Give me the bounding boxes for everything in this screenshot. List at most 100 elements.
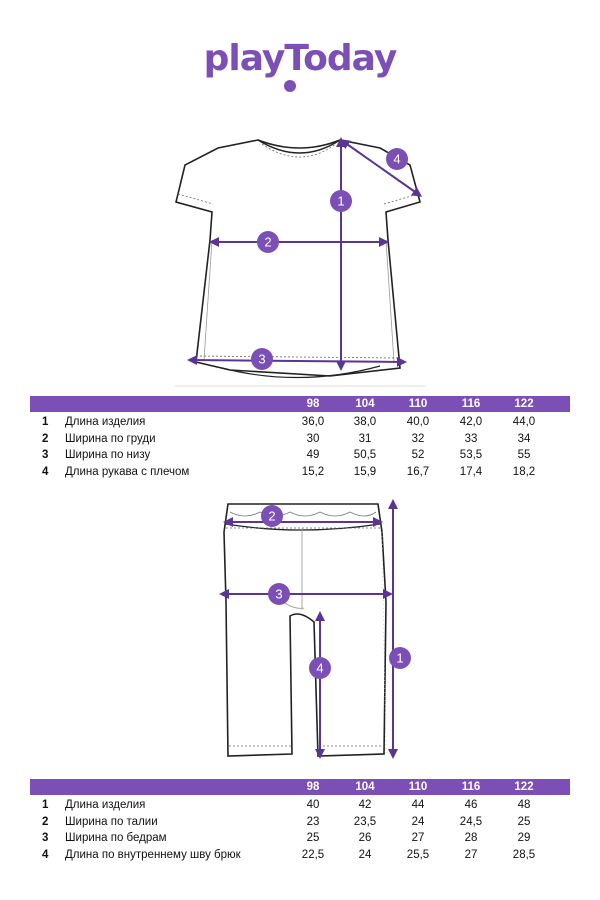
size-header: 122 [514, 781, 534, 793]
pants-drawing: 1 2 3 4 [219, 499, 411, 759]
measure-badge-3: 3 [251, 348, 273, 370]
row-value: 50,5 [353, 449, 377, 461]
measure-badge-label: 2 [264, 235, 271, 250]
logo-dot-icon [284, 80, 296, 92]
row-value: 22,5 [301, 848, 325, 861]
row-value: 40 [306, 799, 320, 811]
measure-badge-4: 4 [309, 657, 331, 679]
size-header: 110 [408, 398, 428, 410]
row-label: Ширина по талии [65, 815, 158, 828]
row-value: 55 [517, 449, 531, 461]
row-value: 24 [411, 815, 425, 828]
row-value: 32 [411, 432, 425, 445]
measure-badge-2: 2 [261, 505, 283, 527]
pants-diagram: 1 2 3 4 [0, 492, 600, 772]
measure-badge-label: 3 [275, 587, 282, 602]
table-row: 1 Длина изделия 40 42 44 46 48 [30, 797, 570, 814]
tshirt-diagram: 1 2 3 4 [0, 130, 600, 392]
measure-badge-2: 2 [257, 231, 279, 253]
size-header: 116 [461, 398, 481, 410]
row-value: 34 [517, 432, 531, 445]
row-value: 44 [411, 799, 425, 811]
size-header: 98 [306, 781, 320, 793]
table-row: 2 Ширина по груди 30 31 32 33 34 [30, 431, 570, 448]
measure-badge-label: 3 [258, 352, 265, 367]
size-header: 104 [355, 398, 375, 410]
row-value: 42,0 [459, 416, 483, 428]
row-label: Длина изделия [65, 799, 146, 811]
size-header: 122 [514, 398, 534, 410]
row-value: 26 [358, 832, 372, 844]
row-value: 28 [464, 832, 478, 844]
measure-badge-label: 1 [396, 651, 403, 666]
row-value: 25 [306, 832, 320, 844]
row-value: 49 [306, 449, 320, 461]
measure-badge-label: 2 [268, 509, 275, 524]
table-row: 3 Ширина по низу 49 50,5 52 53,5 55 [30, 447, 570, 464]
row-value: 52 [411, 449, 425, 461]
row-number: 3 [42, 449, 49, 461]
pants-outline [223, 503, 387, 757]
row-value: 36,0 [301, 416, 325, 428]
size-header: 110 [408, 781, 428, 793]
row-value: 16,7 [406, 465, 430, 478]
row-value: 30 [306, 432, 320, 445]
measure-badge-4: 4 [386, 148, 408, 170]
row-value: 48 [517, 799, 531, 811]
row-value: 25,5 [406, 848, 430, 861]
row-label: Длина рукава с плечом [65, 465, 190, 478]
row-number: 4 [42, 848, 49, 861]
row-value: 23 [306, 815, 320, 828]
brand-logo-text: playToday [203, 38, 398, 79]
row-number: 1 [42, 416, 49, 428]
row-value: 15,9 [353, 465, 377, 478]
row-value: 24 [358, 848, 372, 861]
row-number: 4 [42, 465, 49, 478]
row-label: Ширина по низу [65, 449, 151, 461]
tshirt-outline [175, 139, 421, 377]
row-label: Ширина по груди [65, 432, 156, 445]
row-label: Длина по внутреннему шву брюк [65, 848, 241, 861]
row-label: Длина изделия [65, 416, 146, 428]
row-value: 29 [517, 832, 531, 844]
row-value: 53,5 [459, 449, 483, 461]
measure-badge-label: 4 [316, 661, 323, 676]
row-number: 1 [42, 799, 49, 811]
row-value: 18,2 [512, 465, 536, 478]
table-row: 1 Длина изделия 36,0 38,0 40,0 42,0 44,0 [30, 414, 570, 431]
measure-badge-label: 1 [337, 194, 344, 209]
table-row: 2 Ширина по талии 23 23,5 24 24,5 25 [30, 814, 570, 831]
row-value: 15,2 [301, 465, 325, 478]
row-number: 2 [42, 432, 49, 445]
row-value: 44,0 [512, 416, 536, 428]
row-number: 3 [42, 832, 49, 844]
row-value: 27 [464, 848, 478, 861]
table-row: 4 Длина по внутреннему шву брюк 22,5 24 … [30, 847, 570, 864]
measure-badge-3: 3 [268, 583, 290, 605]
row-value: 17,4 [459, 465, 483, 478]
row-value: 31 [358, 432, 372, 445]
row-value: 40,0 [406, 416, 430, 428]
row-number: 2 [42, 815, 49, 828]
row-value: 24,5 [459, 815, 483, 828]
table-header: 98 104 110 116 122 [30, 396, 570, 412]
row-value: 27 [411, 832, 425, 844]
size-header: 104 [355, 781, 375, 793]
brand-logo: playToday [0, 38, 600, 79]
row-value: 23,5 [353, 815, 377, 828]
table-row: 4 Длина рукава с плечом 15,2 15,9 16,7 1… [30, 464, 570, 481]
tshirt-size-table: 98 104 110 116 122 1 Длина изделия 36,0 … [30, 396, 570, 480]
table-header: 98 104 110 116 122 [30, 779, 570, 795]
row-label: Ширина по бедрам [65, 832, 167, 844]
pants-size-table: 98 104 110 116 122 1 Длина изделия 40 42… [30, 779, 570, 863]
measure-badge-label: 4 [393, 152, 400, 167]
row-value: 42 [358, 799, 372, 811]
measure-badge-1: 1 [330, 190, 352, 212]
row-value: 33 [464, 432, 478, 445]
row-value: 25 [517, 815, 531, 828]
tshirt-drawing: 1 2 3 4 [175, 137, 425, 387]
size-header: 116 [461, 781, 481, 793]
row-value: 38,0 [353, 416, 377, 428]
row-value: 28,5 [512, 848, 536, 861]
measure-badge-1: 1 [389, 647, 411, 669]
